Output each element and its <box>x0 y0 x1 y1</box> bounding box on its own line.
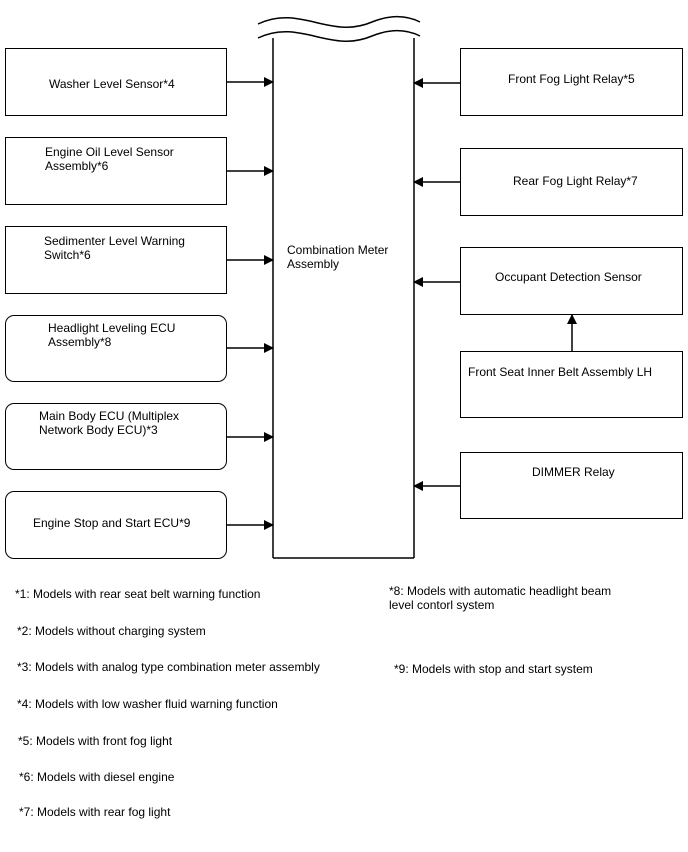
main-body-ecu-box: Main Body ECU (Multiplex Network Body EC… <box>5 403 227 470</box>
rear-fog-light-relay-box: Rear Fog Light Relay*7 <box>460 148 683 216</box>
sedimenter-level-warning-label: Sedimenter Level Warning Switch*6 <box>44 234 185 262</box>
combination-meter-label: Combination Meter Assembly <box>287 243 389 271</box>
footnote-6: *6: Models with diesel engine <box>19 770 175 784</box>
sedimenter-level-warning-box: Sedimenter Level Warning Switch*6 <box>5 226 227 294</box>
break-line-upper <box>257 16 421 28</box>
dimmer-relay-box: DIMMER Relay <box>460 452 683 519</box>
occupant-detection-sensor-label: Occupant Detection Sensor <box>495 270 642 284</box>
footnote-1: *1: Models with rear seat belt warning f… <box>15 587 261 601</box>
footnote-7: *7: Models with rear fog light <box>19 805 171 819</box>
footnote-3: *3: Models with analog type combination … <box>17 660 320 674</box>
break-line-lower <box>257 30 421 42</box>
footnote-8: *8: Models with automatic headlight beam… <box>389 584 612 612</box>
combination-meter-box <box>257 16 421 559</box>
engine-oil-level-sensor-label: Engine Oil Level Sensor Assembly*6 <box>45 145 174 173</box>
engine-stop-start-ecu-box: Engine Stop and Start ECU*9 <box>5 491 227 559</box>
washer-level-sensor-box: Washer Level Sensor*4 <box>5 48 227 116</box>
footnote-4: *4: Models with low washer fluid warning… <box>17 697 278 711</box>
footnote-5: *5: Models with front fog light <box>18 734 173 748</box>
front-fog-light-relay-label: Front Fog Light Relay*5 <box>508 72 635 86</box>
headlight-leveling-ecu-box: Headlight Leveling ECU Assembly*8 <box>5 315 227 382</box>
washer-level-sensor-label: Washer Level Sensor*4 <box>49 77 175 91</box>
main-body-ecu-label: Main Body ECU (Multiplex Network Body EC… <box>39 409 180 437</box>
engine-stop-start-ecu-label: Engine Stop and Start ECU*9 <box>33 516 191 530</box>
dimmer-relay-label: DIMMER Relay <box>532 465 615 479</box>
engine-oil-level-sensor-box: Engine Oil Level Sensor Assembly*6 <box>5 137 227 205</box>
footnote-9: *9: Models with stop and start system <box>394 662 593 676</box>
front-seat-inner-belt-label: Front Seat Inner Belt Assembly LH <box>468 365 653 379</box>
occupant-detection-sensor-box: Occupant Detection Sensor <box>460 247 683 315</box>
rear-fog-light-relay-label: Rear Fog Light Relay*7 <box>513 174 638 188</box>
footnote-2: *2: Models without charging system <box>17 624 206 638</box>
front-fog-light-relay-box: Front Fog Light Relay*5 <box>460 48 683 116</box>
front-seat-inner-belt-box: Front Seat Inner Belt Assembly LH <box>460 351 683 418</box>
headlight-leveling-ecu-label: Headlight Leveling ECU Assembly*8 <box>48 321 176 349</box>
